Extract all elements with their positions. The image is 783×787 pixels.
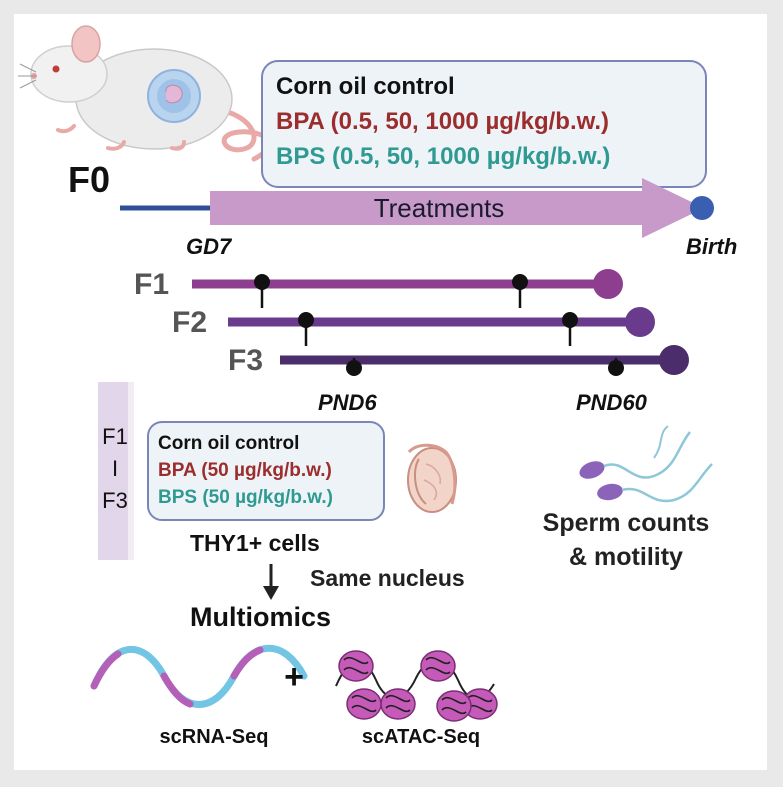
timepoint-pnd6 <box>298 312 314 328</box>
timepoint-pnd60 <box>608 360 624 376</box>
bracket-bottom-label: F3 <box>102 488 128 513</box>
sperm-line2: & motility <box>569 543 683 571</box>
nucleosome <box>380 688 416 720</box>
diagram-canvas: Corn oil control BPA (0.5, 50, 1000 µg/k… <box>18 25 737 748</box>
same-nucleus-label: Same nucleus <box>310 565 465 591</box>
timeline-end-f1 <box>593 269 623 299</box>
timepoint-pnd60 <box>562 312 578 328</box>
treatment-bpa-text: BPA (0.5, 50, 1000 µg/kg/b.w.) <box>276 108 609 135</box>
timepoint-pnd6 <box>254 274 270 290</box>
cells-label: THY1+ cells <box>190 530 320 556</box>
treatment-control-text: Corn oil control <box>276 73 455 100</box>
lower-treatment-box <box>147 421 385 521</box>
f0-label: F0 <box>68 159 110 200</box>
generation-label-f2: F2 <box>172 306 207 339</box>
pnd60-label: PND60 <box>576 390 648 415</box>
treatment-box <box>261 60 707 188</box>
lower-bpa-text: BPA (50 µg/kg/b.w.) <box>158 460 332 481</box>
nucleosome <box>436 690 472 722</box>
timeline-end-f2 <box>625 307 655 337</box>
generation-label-f1: F1 <box>134 268 169 301</box>
scatac-label: scATAC-Seq <box>362 726 480 748</box>
rna-icon <box>90 644 308 708</box>
figure-card: Corn oil control BPA (0.5, 50, 1000 µg/k… <box>14 14 767 770</box>
plus-sign: + <box>284 658 304 696</box>
gd7-label: GD7 <box>186 234 233 259</box>
sperm-icon <box>579 425 713 503</box>
treatment-bps-text: BPS (0.5, 50, 1000 µg/kg/b.w.) <box>276 143 610 170</box>
bracket-mid-label: I <box>112 456 118 481</box>
testis-icon <box>407 443 457 513</box>
treatments-label: Treatments <box>374 193 505 223</box>
sperm-line1: Sperm counts <box>543 509 710 537</box>
pnd6-label: PND6 <box>318 390 377 415</box>
lower-control-text: Corn oil control <box>158 433 299 454</box>
lower-bps-text: BPS (50 µg/kg/b.w.) <box>158 487 333 508</box>
nucleosome <box>338 650 374 682</box>
birth-dot <box>690 196 714 220</box>
mouse-icon <box>18 25 272 162</box>
timepoint-pnd60 <box>512 274 528 290</box>
multiomics-label: Multiomics <box>190 602 331 632</box>
chromatin-icon <box>335 650 498 722</box>
scrna-label: scRNA-Seq <box>160 726 269 748</box>
nucleosome <box>420 650 456 682</box>
treatments-arrow <box>210 178 704 238</box>
timeline-end-f3 <box>659 345 689 375</box>
nucleosome <box>346 688 382 720</box>
down-arrow-icon <box>263 564 279 600</box>
birth-label: Birth <box>686 234 737 259</box>
timepoint-pnd6 <box>346 360 362 376</box>
bracket-top-label: F1 <box>102 424 128 449</box>
generation-label-f3: F3 <box>228 344 263 377</box>
